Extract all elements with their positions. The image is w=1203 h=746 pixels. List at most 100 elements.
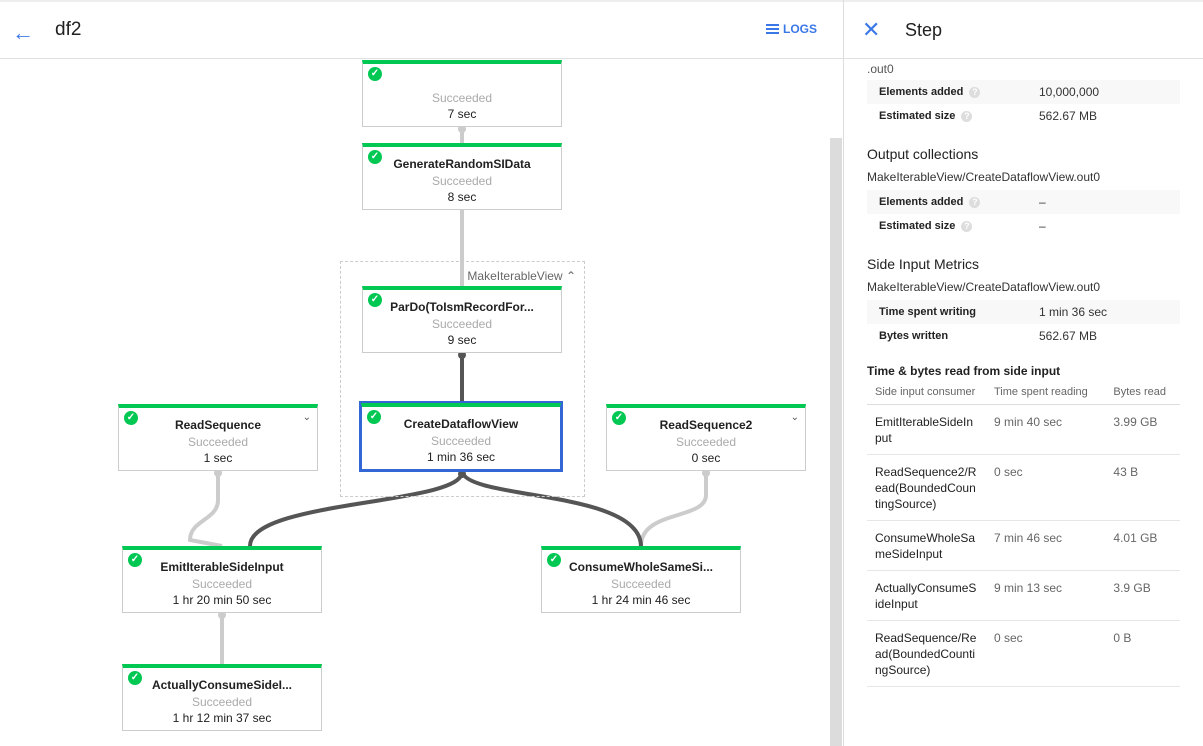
metric-label: Time spent writing [879, 306, 976, 318]
edge-joint [214, 469, 222, 477]
graph-node[interactable]: ✓ConsumeWholeSameSi... Succeeded 1 hr 24… [541, 546, 741, 613]
node-time: 1 hr 24 min 46 sec [591, 593, 691, 607]
edge [639, 471, 708, 547]
graph-node[interactable]: ✓GenerateRandomSIData Succeeded 8 sec [362, 143, 562, 210]
check-circle-icon: ✓ [128, 553, 142, 567]
node-name: ParDo(ToIsmRecordFor... [390, 300, 534, 314]
help-icon[interactable]: ? [969, 87, 981, 98]
node-status: Succeeded [191, 577, 253, 591]
check-circle-icon: ✓ [367, 410, 381, 424]
bytes-cell: 43 B [1105, 454, 1180, 521]
input-collection-name: .out0 [867, 62, 894, 76]
graph-node[interactable]: ✓ParDo(ToIsmRecordFor... Succeeded 9 sec [362, 286, 562, 353]
panel-title: Step [905, 20, 943, 40]
metric-label: Elements added [879, 196, 964, 208]
node-name: ConsumeWholeSameSi... [568, 560, 714, 574]
metric-value: 1 min 36 sec [1039, 305, 1108, 319]
metric-value: 562.67 MB [1039, 109, 1098, 123]
node-time: 0 sec [691, 451, 721, 465]
node-name: CreateDataflowView [403, 417, 519, 431]
check-circle-icon: ✓ [547, 553, 561, 567]
col-header: Time spent reading [986, 382, 1106, 405]
node-time: 1 min 36 sec [426, 450, 496, 464]
node-status: Succeeded [675, 435, 737, 449]
bytes-cell: 3.9 GB [1105, 570, 1180, 621]
graph-node[interactable]: ✓⌄ReadSequence Succeeded 1 sec [118, 404, 318, 471]
edge [460, 470, 643, 547]
edge-joint [218, 611, 226, 619]
node-time: 1 hr 20 min 50 sec [172, 593, 272, 607]
check-circle-icon: ✓ [368, 67, 382, 81]
node-time: 9 sec [447, 333, 477, 347]
graph-node[interactable]: ✓ ⌄ ReadSequence2 Succeeded 0 sec [606, 404, 806, 471]
col-header: Side input consumer [867, 382, 986, 405]
graph-node[interactable]: ✓ActuallyConsumeSideI... Succeeded 1 hr … [122, 664, 322, 731]
consumer-cell: ReadSequence2/Read(BoundedCountingSource… [867, 454, 986, 521]
help-icon[interactable]: ? [961, 221, 973, 232]
graph-node[interactable]: ✓ Succeeded 7 sec [362, 60, 562, 127]
help-icon[interactable]: ? [969, 197, 981, 208]
metric-label: Elements added [879, 86, 964, 98]
time-cell: 7 min 46 sec [986, 520, 1106, 571]
edge-joint [702, 469, 710, 477]
node-name: GenerateRandomSIData [393, 157, 531, 171]
metric-label: Bytes written [879, 330, 949, 342]
job-title: df2 [55, 19, 82, 40]
back-arrow-icon[interactable]: ← [12, 20, 34, 45]
scrollbar[interactable] [830, 138, 842, 746]
list-icon [765, 24, 779, 34]
side-input-read-table: Side input consumer Time spent reading B… [867, 382, 1180, 687]
node-name: ReadSequence [174, 418, 262, 432]
chevron-up-icon[interactable]: ⌃ [565, 269, 576, 283]
node-name: ActuallyConsumeSideI... [151, 678, 293, 692]
metric-label: Estimated size [879, 110, 956, 122]
bytes-cell: 3.99 GB [1105, 404, 1180, 455]
node-time: 8 sec [447, 190, 477, 204]
chevron-down-icon[interactable]: ⌄ [302, 412, 311, 423]
metric-value: – [1039, 195, 1046, 209]
panel-header: ✕ Step [844, 0, 1203, 59]
table-row: ReadSequence2/Read(BoundedCountingSource… [867, 454, 1180, 521]
node-name: ReadSequence2 [659, 418, 753, 432]
top-bar: ← df2 LOGS [0, 0, 843, 59]
check-circle-icon: ✓ [368, 293, 382, 307]
metric-row: Time spent writing 1 min 36 sec [867, 300, 1180, 324]
check-circle-icon: ✓ [128, 671, 142, 685]
chevron-down-icon[interactable]: ⌄ [790, 412, 799, 423]
node-status: Succeeded [431, 91, 493, 105]
metric-value: 10,000,000 [1039, 85, 1100, 99]
side-input-name: MakeIterableView/CreateDataflowView.out0 [867, 280, 1101, 294]
metric-value: 562.67 MB [1039, 329, 1098, 343]
consumer-cell: ReadSequence/Read(BoundedCountingSource) [867, 620, 986, 687]
graph-pane: MakeIterableView ⌃ ✓ Succeeded 7 sec✓Gen… [0, 0, 843, 746]
edge-joint [458, 125, 466, 133]
metric-row: Estimated size? 562.67 MB [867, 104, 1180, 128]
divider [843, 0, 844, 746]
logs-button[interactable]: LOGS [765, 22, 817, 36]
metric-label: Estimated size [879, 220, 956, 232]
read-table-title: Time & bytes read from side input [867, 364, 1061, 378]
bytes-cell: 4.01 GB [1105, 520, 1180, 571]
metric-row: Estimated size?– [867, 214, 1180, 238]
graph-node[interactable]: ✓CreateDataflowView Succeeded 1 min 36 s… [359, 401, 563, 472]
group-label[interactable]: MakeIterableView ⌃ [467, 269, 576, 283]
check-circle-icon: ✓ [612, 411, 626, 425]
metric-row: Elements added? 10,000,000 [867, 80, 1180, 104]
help-icon[interactable]: ? [961, 111, 973, 122]
job-graph-canvas[interactable]: MakeIterableView ⌃ ✓ Succeeded 7 sec✓Gen… [0, 0, 830, 746]
output-collection-name: MakeIterableView/CreateDataflowView.out0 [867, 170, 1101, 184]
node-status: Succeeded [187, 435, 249, 449]
edge-joint [458, 351, 466, 359]
side-input-metrics-title: Side Input Metrics [867, 256, 980, 272]
edge-joint [458, 470, 466, 478]
node-name: EmitIterableSideInput [160, 560, 284, 574]
group-make-iterable-view: MakeIterableView ⌃ [340, 261, 585, 497]
close-icon[interactable]: ✕ [862, 17, 881, 42]
node-time: 1 hr 12 min 37 sec [172, 711, 272, 725]
edge [187, 471, 223, 548]
graph-node[interactable]: ✓ EmitIterableSideInput Succeeded 1 hr 20… [122, 546, 322, 613]
node-status: Succeeded [431, 174, 493, 188]
